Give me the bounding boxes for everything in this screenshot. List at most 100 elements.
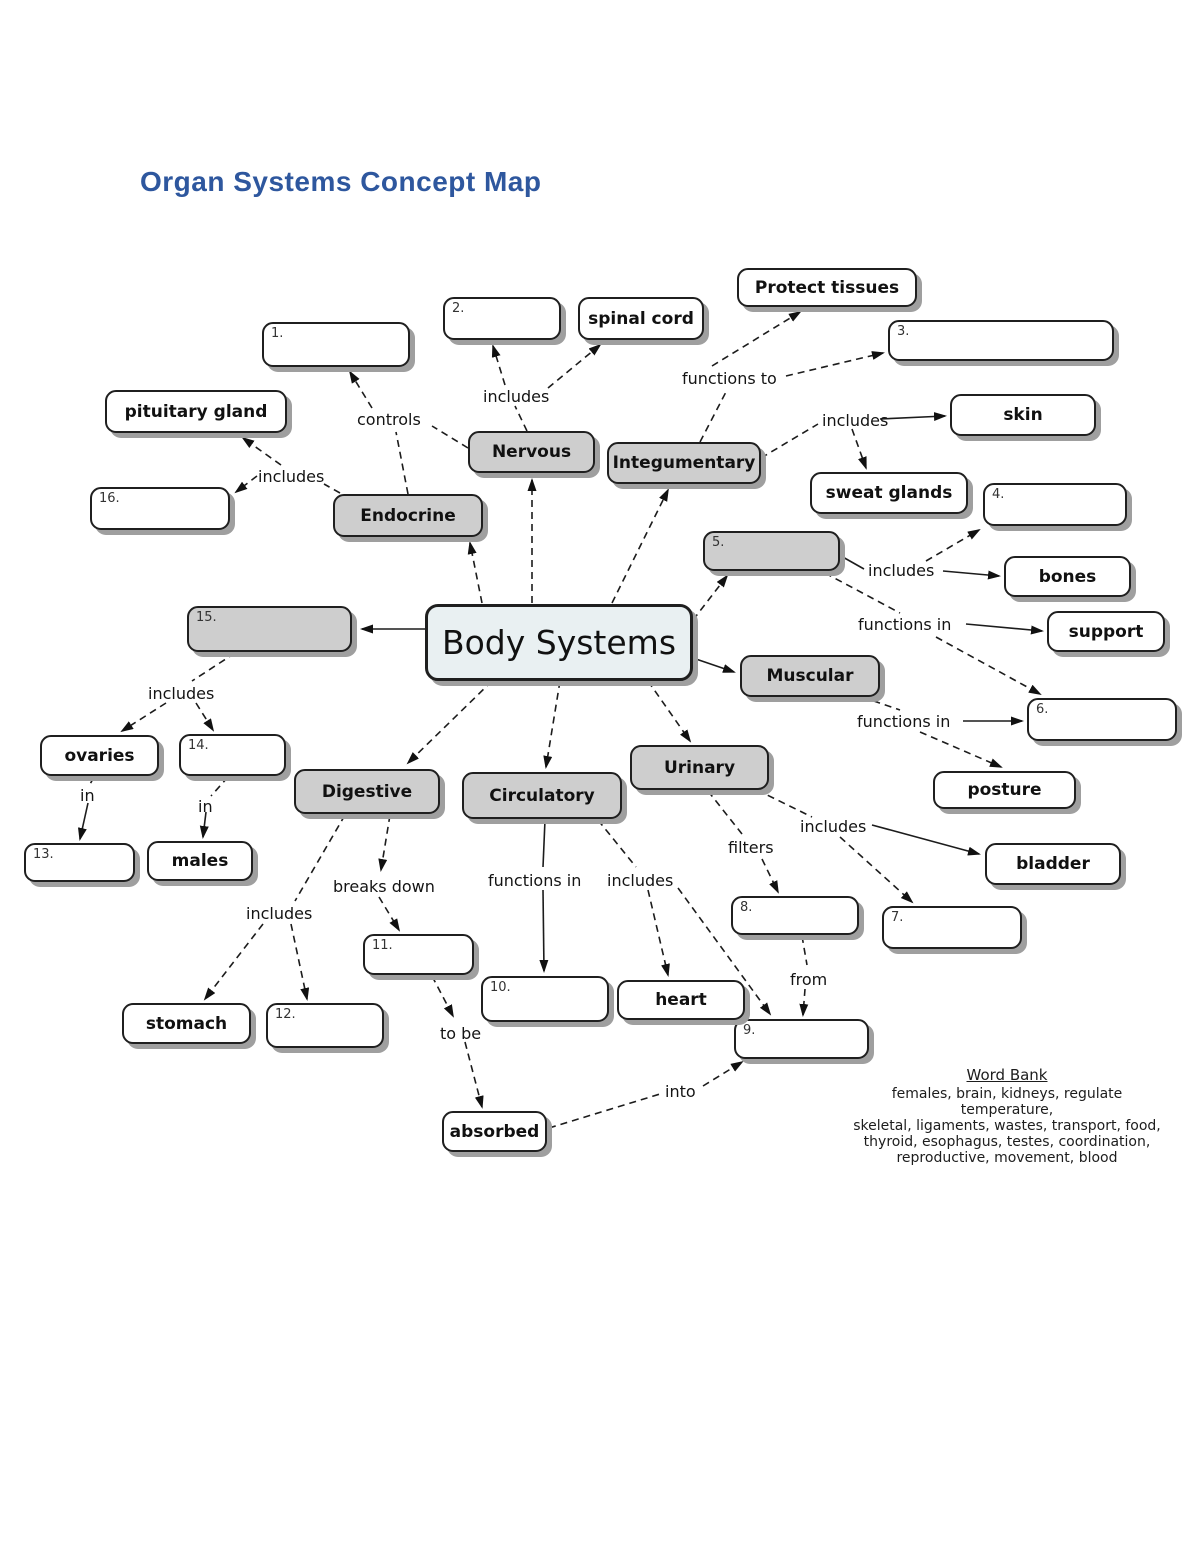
edge-label-includes-digestive: includes [246,904,313,923]
blank-number: 7. [891,910,904,925]
node-blank-7: 7. [882,906,1022,949]
node-posture: posture [933,771,1076,809]
edge-label-filters: filters [728,838,774,857]
blank-number: 5. [712,535,725,550]
node-blank-4: 4. [983,483,1127,526]
blank-number: 2. [452,301,465,316]
edge-label-includes-urinary: includes [800,817,867,836]
edge-label-includes-skeletal: includes [868,561,935,580]
node-blank-1: 1. [262,322,410,367]
blank-number: 13. [33,847,54,862]
word-bank-title: Word Bank [966,1066,1048,1084]
node-blank-10: 10. [481,976,609,1022]
node-blank-2: 2. [443,297,561,340]
blank-number: 1. [271,326,284,341]
edge-label-in-testes: in [198,797,213,816]
blank-number: 9. [743,1023,756,1038]
node-integumentary: Integumentary [607,442,761,484]
blank-number: 16. [99,491,120,506]
node-protect-tissues: Protect tissues [737,268,917,307]
node-label: bones [1038,566,1097,587]
page-title: Organ Systems Concept Map [140,166,542,197]
node-label: pituitary gland [124,401,268,422]
node-sweat-glands: sweat glands [810,472,968,514]
node-support: support [1047,611,1165,652]
word-bank-line: skeletal, ligaments, wastes, transport, … [853,1118,1161,1134]
node-label: Digestive [321,781,413,802]
edge-label-functions-in-muscular: functions in [857,712,951,731]
edge-label-from: from [790,970,828,989]
node-label: bladder [1016,854,1090,874]
blank-number: 10. [490,980,511,995]
node-blank-8: 8. [731,896,859,935]
blank-number: 6. [1036,702,1049,717]
edge-label-functions-in-circulatory: functions in [488,871,582,890]
node-muscular: Muscular [740,655,880,697]
node-label: posture [967,780,1042,800]
edge-label-includes-nervous: includes [483,387,550,406]
blank-number: 14. [188,738,209,753]
node-label: Integumentary [612,453,756,473]
node-label: sweat glands [825,483,953,503]
node-pituitary-gland: pituitary gland [105,390,287,433]
edge-label-breaks-down: breaks down [333,877,435,896]
node-urinary: Urinary [630,745,769,790]
node-blank-5-skeletal: 5. [703,531,840,571]
node-spinal-cord: spinal cord [578,297,704,340]
word-bank: Word Bank females, brain, kidneys, regul… [845,1066,1169,1166]
node-label: heart [655,990,707,1010]
node-blank-12: 12. [266,1003,384,1048]
node-nervous: Nervous [468,431,595,473]
node-ovaries: ovaries [40,735,159,776]
edge-label-functions-in-skeletal: functions in [858,615,952,634]
blank-number: 3. [897,324,910,339]
node-males: males [147,841,253,881]
node-label: ovaries [64,745,135,766]
node-blank-15-reproductive: 15. [187,606,352,652]
node-label: skin [1003,405,1043,425]
node-label: Muscular [766,666,854,686]
node-blank-13: 13. [24,843,135,882]
edge-label-into: into [665,1082,696,1101]
edge-label-includes-circulatory: includes [607,871,674,890]
node-blank-3: 3. [888,320,1114,361]
node-label: support [1068,621,1144,642]
blank-number: 12. [275,1007,296,1022]
word-bank-line: thyroid, esophagus, testes, coordination… [863,1134,1151,1150]
node-blank-9: 9. [734,1019,869,1059]
node-label: absorbed [449,1121,540,1142]
edge-label-includes-integumentary: includes [822,411,889,430]
node-bones: bones [1004,556,1131,597]
node-absorbed: absorbed [442,1111,547,1152]
node-circulatory: Circulatory [462,772,622,819]
node-label: spinal cord [588,308,694,329]
word-bank-line: reproductive, movement, blood [896,1150,1118,1166]
node-label: Body Systems [441,623,677,662]
blank-number: 11. [372,938,393,953]
node-blank-16: 16. [90,487,230,530]
node-endocrine: Endocrine [333,494,483,537]
node-label: Circulatory [489,785,595,806]
edge-label-includes-reproductive: includes [148,684,215,703]
node-label: Nervous [491,442,572,462]
node-label: Urinary [663,757,736,778]
node-skin: skin [950,394,1096,436]
node-stomach: stomach [122,1003,251,1044]
blank-number: 15. [196,610,217,625]
node-label: Protect tissues [754,277,900,298]
node-blank-14: 14. [179,734,286,776]
node-label: stomach [145,1013,228,1034]
node-blank-6: 6. [1027,698,1177,741]
edge-label-in-ovaries: in [80,786,95,805]
edge-label-controls: controls [357,410,421,429]
blank-number: 4. [992,487,1005,502]
node-label: males [171,851,229,871]
edge-label-to-be: to be [440,1024,482,1043]
node-label: Endocrine [360,505,456,526]
edge-label-functions-to: functions to [682,369,777,388]
node-bladder: bladder [985,843,1121,885]
node-digestive: Digestive [294,769,440,814]
edge-label-includes-endocrine: includes [258,467,325,486]
blank-number: 8. [740,900,753,915]
